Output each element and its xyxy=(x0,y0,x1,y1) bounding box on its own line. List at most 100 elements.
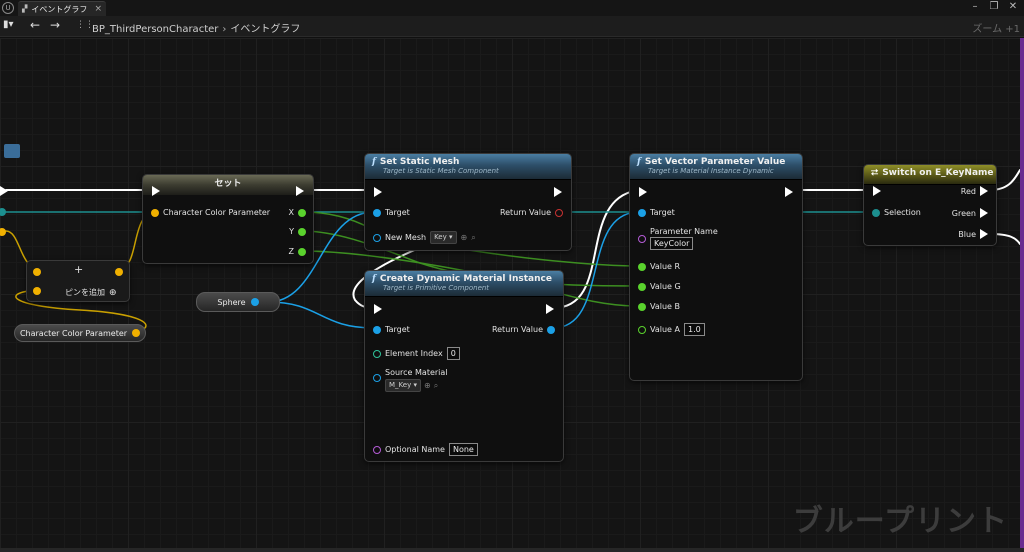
switch-out-blue-label: Blue xyxy=(958,229,976,239)
sphere-getter[interactable]: Sphere xyxy=(196,292,280,312)
float-out-pin[interactable] xyxy=(298,208,306,217)
set-out-z-label: Z xyxy=(288,247,294,256)
element-index-row: Element Index 0 xyxy=(373,347,460,360)
browse-icon[interactable]: ⌕ xyxy=(433,380,439,390)
value-b-label: Value B xyxy=(650,302,680,311)
enum-out-pin[interactable] xyxy=(0,208,6,216)
forward-icon[interactable]: → xyxy=(50,18,61,32)
set-node-title: セット xyxy=(143,175,313,195)
float-in-pin[interactable] xyxy=(638,262,646,271)
float-in-pin[interactable] xyxy=(638,325,646,334)
exec-out-pin[interactable] xyxy=(980,186,988,196)
set-variable-node[interactable]: セット Character Color Parameter X Y Z xyxy=(142,174,314,264)
int-in-pin[interactable] xyxy=(373,349,381,358)
maximize-icon[interactable]: ❐ xyxy=(989,1,999,12)
breadcrumb-blueprint[interactable]: BP_ThirdPersonCharacter xyxy=(92,24,219,35)
new-mesh-dropdown[interactable]: Key ▾ xyxy=(430,231,457,244)
exec-in-pin[interactable] xyxy=(873,186,881,196)
object-out-pin[interactable] xyxy=(547,325,555,334)
add-pin-button[interactable]: ピンを追加 ⊕ xyxy=(65,287,117,298)
exec-out-pin[interactable] xyxy=(296,186,304,196)
close-window-icon[interactable]: ✕ xyxy=(1008,1,1018,12)
use-selected-icon[interactable]: ⊕ xyxy=(460,233,468,242)
value-r-row: Value R xyxy=(638,262,680,271)
graph-icon: ▞ xyxy=(22,5,28,13)
status-bar xyxy=(0,548,1024,552)
use-selected-icon[interactable]: ⊕ xyxy=(423,381,431,390)
switch-out-red-row: Red xyxy=(961,186,988,196)
exec-out-pin[interactable] xyxy=(0,186,8,196)
exec-in-pin[interactable] xyxy=(639,187,647,197)
exec-out-pin[interactable] xyxy=(980,229,988,239)
float-wire xyxy=(301,230,640,287)
object-wire xyxy=(552,211,640,329)
return-label: Return Value xyxy=(499,208,551,217)
bool-out-pin[interactable] xyxy=(555,208,563,217)
optional-name-label: Optional Name xyxy=(385,445,445,454)
tab-event-graph[interactable]: ▞ イベントグラフ × xyxy=(18,1,106,16)
enum-in-pin[interactable] xyxy=(872,208,880,217)
getter-label: Character Color Parameter xyxy=(19,328,128,338)
graph-menu-icon[interactable]: ▮▾ xyxy=(3,19,14,30)
float-out-pin[interactable] xyxy=(298,247,306,256)
character-color-parameter-getter[interactable]: Character Color Parameter xyxy=(14,324,146,342)
event-node-partial[interactable] xyxy=(0,142,22,242)
value-a-field[interactable]: 1.0 xyxy=(683,323,705,336)
color-in-pin[interactable] xyxy=(33,287,41,295)
exec-out-pin[interactable] xyxy=(546,304,554,314)
color-in-pin[interactable] xyxy=(151,208,159,217)
color-out-pin[interactable] xyxy=(0,228,6,236)
zoom-level: ズーム +1 xyxy=(972,24,1020,35)
color-out-pin[interactable] xyxy=(115,268,123,276)
add-pin-label: ピンを追加 xyxy=(65,288,105,297)
exec-out-pin[interactable] xyxy=(785,187,793,197)
selection-row: Selection xyxy=(872,208,921,217)
float-in-pin[interactable] xyxy=(638,302,646,311)
minimize-icon[interactable]: – xyxy=(972,1,978,12)
exec-in-pin[interactable] xyxy=(152,186,160,196)
back-icon[interactable]: ← xyxy=(30,18,41,32)
optional-name-field[interactable]: None xyxy=(448,443,478,456)
exec-in-pin[interactable] xyxy=(374,187,382,197)
name-in-pin[interactable] xyxy=(373,445,381,454)
switch-on-enum-node[interactable]: ⮂Switch on E_KeyName Selection Red Green… xyxy=(863,164,997,246)
exec-in-pin[interactable] xyxy=(374,304,382,314)
object-in-pin[interactable] xyxy=(638,208,646,217)
node-title: Set Vector Parameter Value xyxy=(644,157,786,167)
color-out-pin[interactable] xyxy=(132,329,141,337)
make-color-node[interactable]: + ピンを追加 ⊕ xyxy=(26,260,130,302)
value-b-row: Value B xyxy=(638,302,680,311)
color-in-pin[interactable] xyxy=(33,268,41,276)
title-bar: U ▞ イベントグラフ × – ❐ ✕ xyxy=(0,0,1024,16)
node-subtitle: Target is Static Mesh Component xyxy=(383,167,499,175)
exec-out-pin[interactable] xyxy=(980,208,988,218)
new-mesh-row: New Mesh Key ▾ ⊕ ⌕ xyxy=(373,231,476,244)
object-in-pin[interactable] xyxy=(373,208,381,217)
element-index-field[interactable]: 0 xyxy=(446,347,460,360)
object-in-pin[interactable] xyxy=(373,325,381,334)
breadcrumb-graph[interactable]: イベントグラフ xyxy=(230,24,301,35)
name-in-pin[interactable] xyxy=(638,235,646,243)
source-material-dropdown[interactable]: M_Key ▾ xyxy=(385,379,421,392)
set-input-label: Character Color Parameter xyxy=(163,208,271,217)
unreal-logo-icon[interactable]: U xyxy=(2,2,14,14)
mesh-in-pin[interactable] xyxy=(373,233,381,242)
float-in-pin[interactable] xyxy=(638,282,646,291)
browse-icon[interactable]: ⌕ xyxy=(471,232,476,242)
param-name-field[interactable]: KeyColor xyxy=(650,237,694,250)
graph-toolbar: ▮▾ ← → ⋮⋮ BP_ThirdPersonCharacter›イベントグラ… xyxy=(0,16,1024,37)
close-tab-icon[interactable]: × xyxy=(94,4,102,14)
object-out-pin[interactable] xyxy=(250,298,259,306)
node-title: Set Static Mesh xyxy=(379,157,460,167)
target-label: Target xyxy=(385,325,410,334)
graph-canvas[interactable]: セット Character Color Parameter X Y Z + ピン… xyxy=(0,38,1020,548)
function-icon: f xyxy=(637,157,641,167)
float-out-pin[interactable] xyxy=(298,227,306,236)
node-subtitle: Target is Primitive Component xyxy=(383,284,490,292)
exec-out-pin[interactable] xyxy=(554,187,562,197)
material-in-pin[interactable] xyxy=(373,374,381,382)
